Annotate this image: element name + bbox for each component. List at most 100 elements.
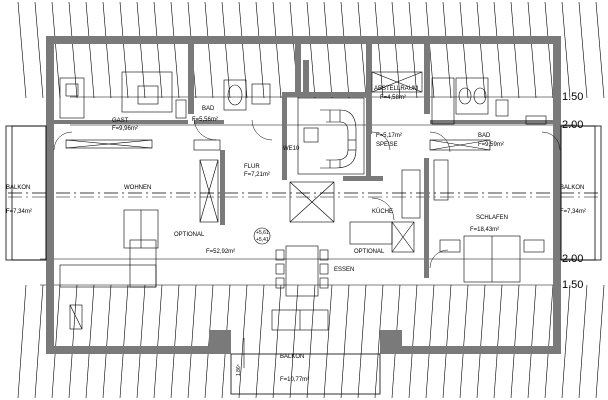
abstellraum-area: F=4,58m²	[380, 95, 406, 101]
balkon-left-area: F=7,34m²	[6, 209, 32, 215]
rafter-line	[595, 284, 605, 399]
rafter-line	[272, 1, 282, 99]
we-label: WE10	[283, 146, 300, 152]
fixtures-bedroom	[433, 159, 545, 283]
rafter-line	[561, 1, 571, 99]
abstellraum-label: ABSTELLRAUM	[374, 86, 418, 92]
rafter-line	[323, 1, 333, 99]
bad-left-label: BAD	[202, 106, 215, 112]
rafter-line	[442, 284, 452, 399]
elevator-shaft	[289, 181, 335, 223]
essen-label: ESSEN	[334, 267, 354, 273]
rafter-line	[459, 284, 469, 399]
fixtures-kitchen	[199, 159, 421, 253]
rafter-line	[306, 284, 316, 399]
rafter-line	[85, 1, 95, 99]
balkon-right-area: F=7,34m²	[560, 209, 586, 215]
rafter-line	[544, 1, 554, 99]
rafter-line	[561, 284, 571, 399]
rafter-line	[187, 284, 197, 399]
rafter-line	[272, 284, 282, 399]
fixtures-gast	[59, 71, 187, 149]
flur-area: F=7,21m²	[244, 172, 270, 178]
rafter-line	[170, 284, 180, 399]
rafter-line	[102, 1, 112, 99]
rafter-line	[51, 1, 61, 99]
balcony-right-outline	[560, 125, 602, 261]
level-150-upper: 1.50	[562, 91, 583, 103]
wohnen-label: WOHNEN	[124, 185, 151, 191]
rafter-line	[34, 1, 44, 99]
fixtures-abstellraum	[371, 71, 423, 93]
rafter-line	[459, 1, 469, 99]
rafter-line	[340, 284, 350, 399]
rafter-line	[255, 284, 265, 399]
rafter-line	[119, 284, 129, 399]
wohnen-area: F=52,92m²	[206, 249, 235, 255]
rafter-line	[493, 1, 503, 99]
level-marker	[253, 227, 271, 245]
rafter-line	[204, 1, 214, 99]
rafter-line	[340, 1, 350, 99]
speise-area: F=5,17m²	[376, 133, 402, 139]
rafter-line	[544, 284, 554, 399]
rafter-line	[357, 1, 367, 99]
gast-label: GAST	[112, 118, 129, 124]
rafter-line	[119, 1, 129, 99]
balcony-left-outline	[5, 125, 47, 261]
rafter-line	[476, 284, 486, 399]
balkon-bottom-area: F=10,77m²	[280, 377, 309, 383]
rafter-line	[595, 1, 605, 99]
rafter-line	[527, 284, 537, 399]
outer-walls	[46, 36, 561, 354]
level-200-upper: 2.00	[562, 119, 583, 131]
rafter-line	[476, 1, 486, 99]
rafter-line	[85, 284, 95, 399]
rafter-line	[527, 1, 537, 99]
interior-walls	[54, 44, 553, 278]
level-b-label: +5,41	[256, 237, 269, 243]
rafter-line	[17, 1, 27, 99]
balcony-doors	[243, 309, 329, 368]
balcony-bottom-outline	[230, 353, 381, 395]
fixtures-bad-right	[429, 77, 547, 151]
rafter-line	[238, 284, 248, 399]
rafter-line	[153, 284, 163, 399]
rafter-line	[323, 284, 333, 399]
bad-left-area: F=5,56m²	[192, 117, 218, 123]
rafter-line	[221, 1, 231, 99]
flur-label: FLUR	[244, 164, 260, 170]
staircase	[297, 97, 365, 175]
rafter-line	[136, 284, 146, 399]
level-150-lower: 1.50	[562, 279, 583, 291]
schlafen-label: SCHLAFEN	[476, 215, 508, 221]
rafter-line	[238, 1, 248, 99]
bad-right-area: F=9,59m²	[478, 142, 504, 148]
rafter-line	[374, 284, 384, 399]
rafter-line	[442, 1, 452, 99]
rafter-line	[408, 284, 418, 399]
rafter-line	[51, 284, 61, 399]
rafter-line	[408, 1, 418, 99]
kueche-label: KÜCHE	[372, 208, 393, 215]
optional-right-label: OPTIONAL	[354, 249, 385, 255]
balkon-left-label: BALKON	[6, 185, 30, 191]
rafter-line	[578, 284, 588, 399]
balkon-depth-dim: 1,86⁵	[236, 364, 242, 376]
schlafen-area: F=18,43m²	[470, 227, 499, 233]
rafter-line	[68, 284, 78, 399]
bad-right-label: BAD	[478, 133, 491, 139]
rafter-line	[255, 1, 265, 99]
gast-area: F=9,96m²	[112, 126, 138, 132]
fixtures-bad-left	[193, 79, 271, 151]
rafter-line	[374, 1, 384, 99]
level-a-label: +5,61	[256, 230, 269, 236]
optional-left-label: OPTIONAL	[174, 232, 205, 238]
rafter-line	[391, 1, 401, 99]
rafter-line	[357, 284, 367, 399]
balkon-bottom-label: BALKON	[280, 354, 304, 360]
rafter-line	[306, 1, 316, 99]
rafter-line	[170, 1, 180, 99]
level-200-lower: 2.00	[562, 253, 583, 265]
